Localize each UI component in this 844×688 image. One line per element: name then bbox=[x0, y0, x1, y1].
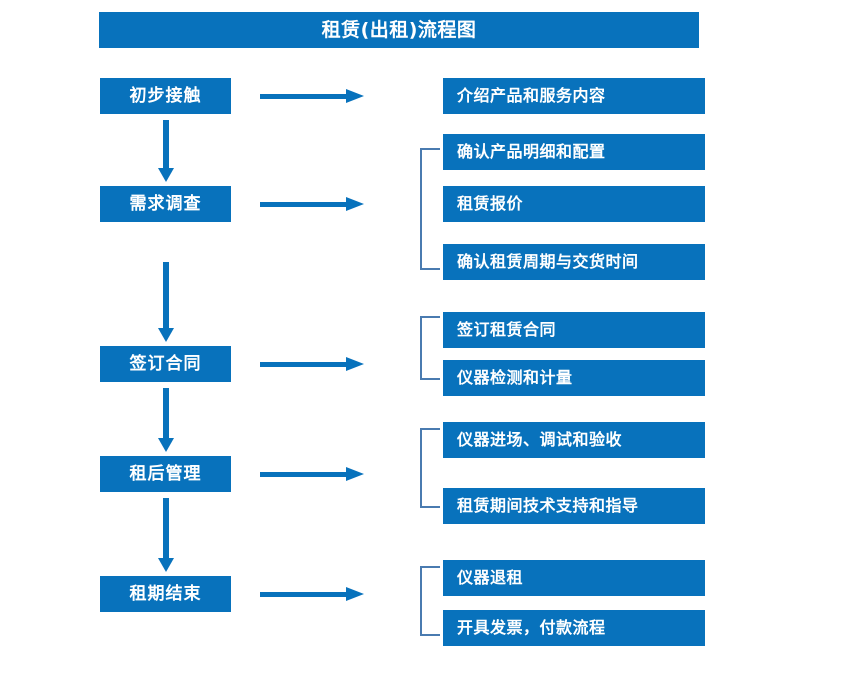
horizontal-arrow-icon-5 bbox=[260, 587, 364, 601]
detail-box-instrument-return[interactable]: 仪器退租 bbox=[443, 560, 705, 596]
detail-label: 租赁报价 bbox=[457, 194, 524, 213]
stage-label: 签订合同 bbox=[129, 353, 202, 374]
detail-label: 仪器退租 bbox=[457, 568, 524, 587]
detail-box-introduce-products[interactable]: 介绍产品和服务内容 bbox=[443, 78, 705, 114]
detail-label: 开具发票，付款流程 bbox=[457, 618, 606, 637]
stage-box-post-rental-management[interactable]: 租后管理 bbox=[100, 456, 231, 492]
chart-title-bar: 租赁(出租)流程图 bbox=[99, 12, 699, 48]
page-title: 租赁(出租)流程图 bbox=[321, 18, 477, 41]
group-bracket-post-rental bbox=[420, 428, 440, 508]
detail-box-sign-rental-contract[interactable]: 签订租赁合同 bbox=[443, 312, 705, 348]
horizontal-arrow-icon-1 bbox=[260, 89, 364, 103]
horizontal-arrow-icon-4 bbox=[260, 467, 364, 481]
detail-box-technical-support[interactable]: 租赁期间技术支持和指导 bbox=[443, 488, 705, 524]
stage-label: 需求调查 bbox=[129, 193, 202, 214]
detail-box-instrument-onsite-commissioning[interactable]: 仪器进场、调试和验收 bbox=[443, 422, 705, 458]
detail-label: 确认租赁周期与交货时间 bbox=[457, 252, 639, 271]
group-bracket-lease-end bbox=[420, 566, 440, 636]
detail-label: 确认产品明细和配置 bbox=[457, 142, 606, 161]
stage-box-initial-contact[interactable]: 初步接触 bbox=[100, 78, 231, 114]
stage-box-lease-end[interactable]: 租期结束 bbox=[100, 576, 231, 612]
detail-label: 租赁期间技术支持和指导 bbox=[457, 496, 639, 515]
group-bracket-sign-contract bbox=[420, 316, 440, 380]
vertical-arrow-icon-4 bbox=[158, 498, 174, 572]
stage-box-sign-contract[interactable]: 签订合同 bbox=[100, 346, 231, 382]
stage-label: 初步接触 bbox=[129, 85, 202, 106]
detail-box-confirm-spec[interactable]: 确认产品明细和配置 bbox=[443, 134, 705, 170]
detail-box-confirm-period-delivery[interactable]: 确认租赁周期与交货时间 bbox=[443, 244, 705, 280]
detail-box-rental-quote[interactable]: 租赁报价 bbox=[443, 186, 705, 222]
detail-label: 仪器检测和计量 bbox=[457, 368, 573, 387]
stage-label: 租后管理 bbox=[129, 463, 202, 484]
vertical-arrow-icon-3 bbox=[158, 388, 174, 452]
stage-label: 租期结束 bbox=[129, 583, 202, 604]
group-bracket-needs-survey bbox=[420, 148, 440, 270]
detail-label: 介绍产品和服务内容 bbox=[457, 86, 606, 105]
horizontal-arrow-icon-2 bbox=[260, 197, 364, 211]
vertical-arrow-icon-2 bbox=[158, 262, 174, 342]
horizontal-arrow-icon-3 bbox=[260, 357, 364, 371]
vertical-arrow-icon-1 bbox=[158, 120, 174, 182]
detail-box-invoice-payment[interactable]: 开具发票，付款流程 bbox=[443, 610, 705, 646]
stage-box-needs-survey[interactable]: 需求调查 bbox=[100, 186, 231, 222]
detail-label: 仪器进场、调试和验收 bbox=[457, 430, 623, 449]
detail-box-instrument-inspection[interactable]: 仪器检测和计量 bbox=[443, 360, 705, 396]
detail-label: 签订租赁合同 bbox=[457, 320, 557, 339]
